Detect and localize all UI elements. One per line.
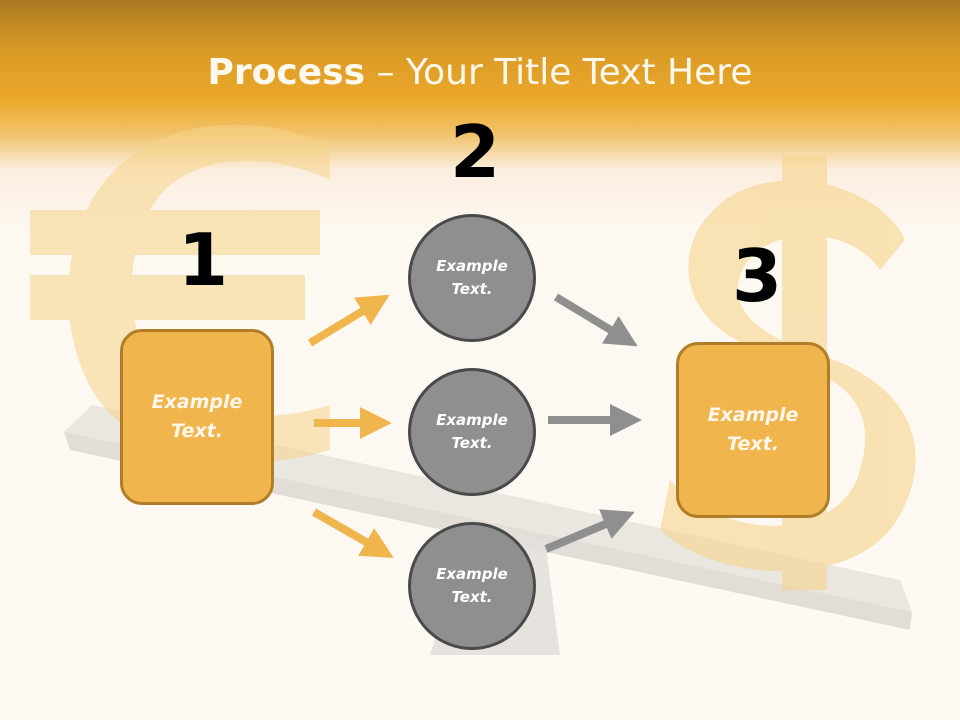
step-3-box[interactable]: Example Text. <box>676 342 830 518</box>
arrow-top-to-3 <box>553 293 638 347</box>
slide-title: Process – Your Title Text Here <box>0 52 960 93</box>
step-2-circle-bottom[interactable]: Example Text. <box>408 522 536 650</box>
circle-middle-text: Example Text. <box>436 411 508 452</box>
step-number-2: 2 <box>450 110 501 194</box>
circle-bottom-text: Example Text. <box>436 565 508 606</box>
arrow-1-to-bottom <box>312 508 394 558</box>
circle-top-text: Example Text. <box>436 257 508 298</box>
step-1-box[interactable]: Example Text. <box>120 329 274 505</box>
step-3-text: Example Text. <box>707 404 799 455</box>
step-2-circle-top[interactable]: Example Text. <box>408 214 536 342</box>
step-1-text: Example Text. <box>151 391 243 442</box>
arrow-bottom-to-3 <box>544 509 635 553</box>
arrow-1-to-top <box>307 294 390 347</box>
title-rest: – Your Title Text Here <box>365 52 753 93</box>
step-number-3: 3 <box>732 234 783 318</box>
title-bold: Process <box>207 52 366 93</box>
step-number-1: 1 <box>178 218 229 302</box>
step-2-circle-middle[interactable]: Example Text. <box>408 368 536 496</box>
